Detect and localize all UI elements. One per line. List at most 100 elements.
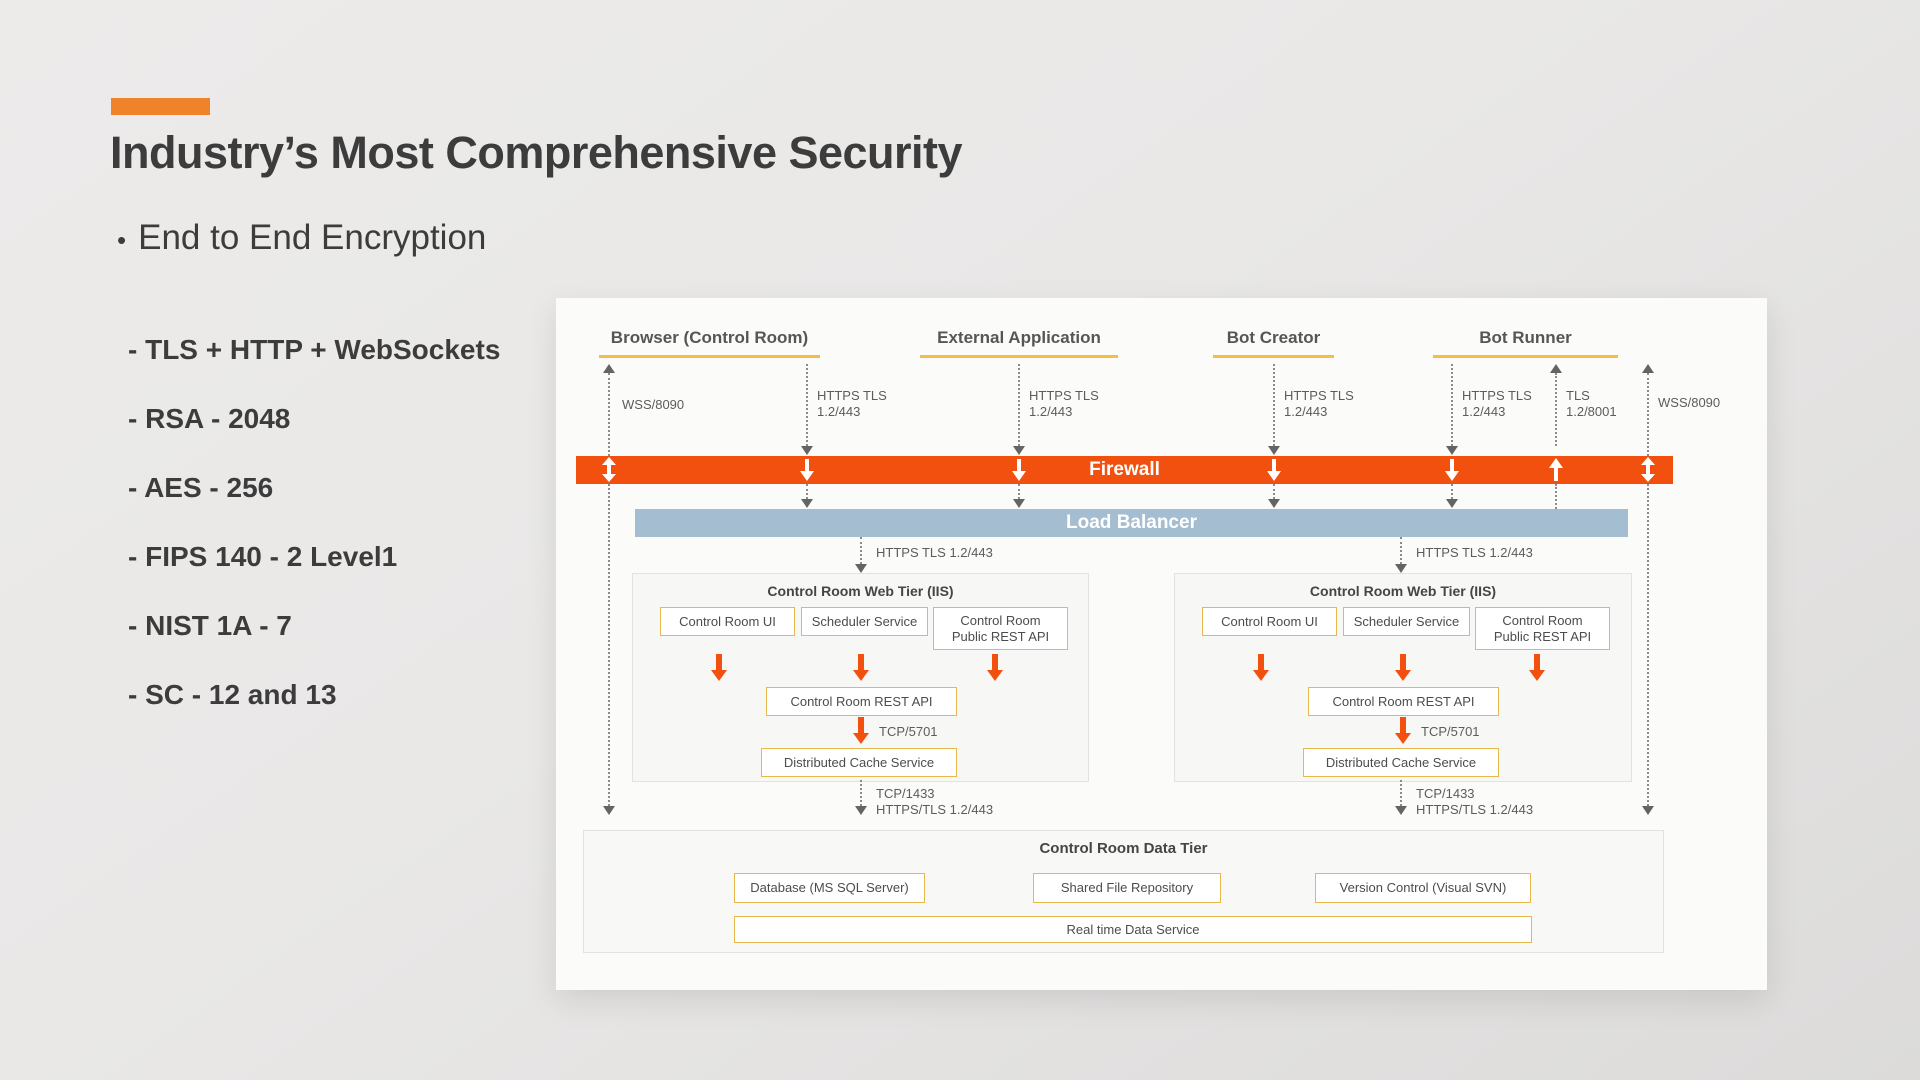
dashed-connector xyxy=(1400,780,1402,806)
arrow-down-orange-icon xyxy=(853,654,869,682)
port-label-line: 1.2/8001 xyxy=(1566,404,1617,419)
port-label-https-left-tier: HTTPS TLS 1.2/443 xyxy=(876,545,993,560)
arrowhead-down-icon xyxy=(1395,806,1407,815)
arrowhead-down-icon xyxy=(801,499,813,508)
dashed-connector xyxy=(1451,364,1453,446)
port-label-tls-8001: TLS 1.2/8001 xyxy=(1566,388,1617,420)
box-control-room-rest-api: Control Room REST API xyxy=(766,687,957,716)
client-bot-runner: Bot Runner xyxy=(1433,328,1618,358)
section-bullet-label: End to End Encryption xyxy=(138,218,487,257)
port-label-https-external-app: HTTPS TLS 1.2/443 xyxy=(1029,388,1099,420)
arrow-up-icon xyxy=(1549,458,1563,482)
arrow-down-orange-icon xyxy=(853,717,869,745)
page-title: Industry’s Most Comprehensive Security xyxy=(110,127,963,178)
data-tier-title: Control Room Data Tier xyxy=(1039,840,1208,857)
dashed-connector xyxy=(806,484,808,499)
client-external-application: External Application xyxy=(920,328,1118,358)
arrowhead-down-icon xyxy=(1446,446,1458,455)
box-realtime-data-service: Real time Data Service xyxy=(734,916,1532,943)
port-label-line: 1.2/443 xyxy=(1029,404,1073,419)
web-tier-right: Control Room Web Tier (IIS) Control Room… xyxy=(1174,573,1632,782)
arrowhead-up-icon xyxy=(1550,364,1562,373)
list-item: - SC - 12 and 13 xyxy=(128,679,337,710)
encryption-list: - TLS + HTTP + WebSockets - RSA - 2048 -… xyxy=(128,334,500,711)
arrowhead-down-icon xyxy=(1268,499,1280,508)
accent-bar xyxy=(111,98,210,115)
box-label-line: Public REST API xyxy=(1493,628,1592,644)
arrowhead-down-icon xyxy=(1013,499,1025,508)
dashed-connector xyxy=(1647,373,1649,456)
arrow-down-orange-icon xyxy=(1529,654,1545,682)
port-label-line: TLS xyxy=(1566,388,1590,403)
load-balancer-label: Load Balancer xyxy=(1066,512,1197,533)
dashed-connector xyxy=(1273,364,1275,446)
arrowhead-down-icon xyxy=(1013,446,1025,455)
box-public-rest-api: Control Room Public REST API xyxy=(1475,607,1610,650)
dashed-connector xyxy=(1647,484,1649,806)
box-control-room-ui: Control Room UI xyxy=(660,607,795,636)
dashed-connector xyxy=(1400,537,1402,564)
port-label-tcp1433-right: TCP/1433 HTTPS/TLS 1.2/443 xyxy=(1416,786,1533,818)
port-label-https-right-tier: HTTPS TLS 1.2/443 xyxy=(1416,545,1533,560)
port-label-wss-right: WSS/8090 xyxy=(1658,395,1721,410)
dashed-connector xyxy=(1555,373,1557,446)
dashed-connector xyxy=(1018,364,1020,446)
box-distributed-cache: Distributed Cache Service xyxy=(1303,748,1499,777)
list-item: - TLS + HTTP + WebSockets xyxy=(128,334,501,365)
port-label-https-browser: HTTPS TLS 1.2/443 xyxy=(817,388,887,420)
data-tier: Control Room Data Tier Database (MS SQL … xyxy=(583,830,1664,953)
arrowhead-down-icon xyxy=(801,446,813,455)
port-label-line: 1.2/443 xyxy=(1284,404,1328,419)
box-database: Database (MS SQL Server) xyxy=(734,873,925,903)
dashed-connector xyxy=(806,364,808,446)
arrow-down-icon xyxy=(1267,458,1281,482)
box-scheduler-service: Scheduler Service xyxy=(1343,607,1470,636)
arrow-down-icon xyxy=(800,458,814,482)
list-item: - FIPS 140 - 2 Level1 xyxy=(128,541,398,572)
arrowhead-down-icon xyxy=(855,806,867,815)
arrowhead-up-icon xyxy=(1642,364,1654,373)
box-shared-file-repository: Shared File Repository xyxy=(1033,873,1221,903)
dashed-connector xyxy=(1018,484,1020,499)
arrowhead-down-icon xyxy=(855,564,867,573)
client-bot-creator: Bot Creator xyxy=(1213,328,1334,358)
dashed-connector xyxy=(608,373,610,456)
port-label-https-bot-runner: HTTPS TLS 1.2/443 xyxy=(1462,388,1532,420)
dashed-connector xyxy=(1273,484,1275,499)
port-label-line: TCP/1433 xyxy=(1416,786,1475,801)
arrowhead-down-icon xyxy=(1642,806,1654,815)
list-item: - RSA - 2048 xyxy=(128,403,291,434)
box-scheduler-service: Scheduler Service xyxy=(801,607,928,636)
dashed-connector xyxy=(608,484,610,806)
dashed-connector xyxy=(860,780,862,806)
port-label-tcp-5701: TCP/5701 xyxy=(879,724,938,739)
port-label-line: HTTPS TLS xyxy=(1029,388,1099,403)
box-public-rest-api: Control Room Public REST API xyxy=(933,607,1068,650)
box-label-line: Control Room xyxy=(960,612,1041,628)
arrowhead-down-icon xyxy=(603,806,615,815)
port-label-line: 1.2/443 xyxy=(1462,404,1506,419)
arrowhead-down-icon xyxy=(1446,499,1458,508)
client-browser-control-room: Browser (Control Room) xyxy=(599,328,820,358)
box-version-control: Version Control (Visual SVN) xyxy=(1315,873,1531,903)
port-label-line: 1.2/443 xyxy=(817,404,861,419)
dashed-connector xyxy=(1451,484,1453,499)
port-label-wss-left: WSS/8090 xyxy=(622,397,685,412)
arrow-down-icon xyxy=(1012,458,1026,482)
bullet-dot-icon: • xyxy=(117,224,127,255)
box-control-room-rest-api: Control Room REST API xyxy=(1308,687,1499,716)
list-item: - AES - 256 xyxy=(128,472,274,503)
box-distributed-cache: Distributed Cache Service xyxy=(761,748,957,777)
firewall-label: Firewall xyxy=(1089,459,1160,480)
web-tier-title: Control Room Web Tier (IIS) xyxy=(767,583,954,599)
dashed-connector xyxy=(1555,484,1557,509)
section-bullet: • End to End Encryption xyxy=(117,218,486,258)
web-tier-title: Control Room Web Tier (IIS) xyxy=(1309,583,1497,599)
port-label-line: HTTPS/TLS 1.2/443 xyxy=(1416,802,1534,817)
box-control-room-ui: Control Room UI xyxy=(1202,607,1337,636)
arrowhead-down-icon xyxy=(1268,446,1280,455)
arrow-down-icon xyxy=(1445,458,1459,482)
port-label-tcp1433-left: TCP/1433 HTTPS/TLS 1.2/443 xyxy=(876,786,993,818)
arrow-updown-icon xyxy=(602,457,616,482)
architecture-diagram-panel: Browser (Control Room) External Applicat… xyxy=(556,298,1767,990)
